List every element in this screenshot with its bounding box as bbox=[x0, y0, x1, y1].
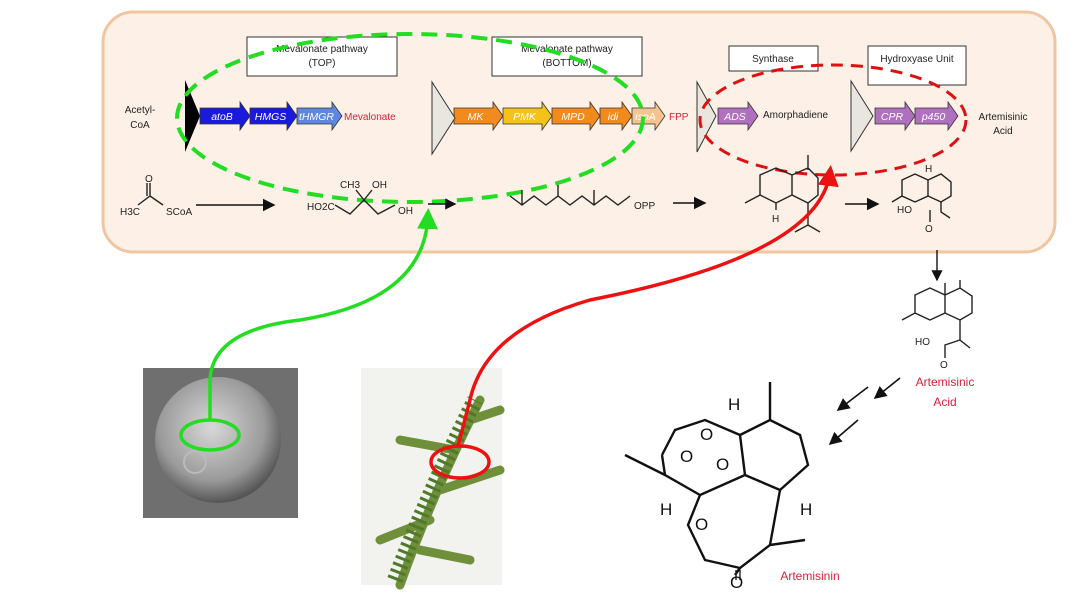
svg-text:HO: HO bbox=[897, 205, 912, 216]
artemisinin-label: Artemisinin bbox=[780, 569, 839, 583]
gene-arrow bbox=[874, 100, 916, 132]
svg-text:H3C: H3C bbox=[120, 207, 140, 218]
svg-text:O: O bbox=[940, 360, 948, 371]
artemisinic-aldehyde-structure: H HO O bbox=[891, 164, 952, 235]
mevalonate-label: Mevalonate bbox=[344, 112, 396, 123]
svg-text:H: H bbox=[925, 164, 932, 175]
gene-arrow bbox=[199, 100, 251, 132]
svg-text:O: O bbox=[925, 224, 933, 235]
reaction-arrow bbox=[828, 419, 859, 446]
promoter-triangle-gray bbox=[431, 80, 456, 156]
gene-arrow bbox=[551, 100, 601, 132]
svg-text:CoA: CoA bbox=[130, 120, 150, 131]
gene-label: idi bbox=[608, 111, 619, 123]
gene-label: ADS bbox=[723, 111, 746, 123]
svg-text:Mevalonate pathway: Mevalonate pathway bbox=[521, 44, 613, 55]
promoter-triangle-gray-2 bbox=[696, 80, 717, 153]
box-synthase: Synthase bbox=[728, 45, 819, 72]
svg-text:O: O bbox=[730, 573, 743, 592]
plant-highlight-ellipse bbox=[429, 444, 491, 480]
gene-label: MPD bbox=[561, 111, 585, 123]
acetyl-coa-label: Acetyl- CoA bbox=[125, 105, 156, 131]
svg-text:Acid: Acid bbox=[933, 395, 956, 409]
svg-text:Acetyl-: Acetyl- bbox=[125, 105, 156, 116]
gene-arrow bbox=[631, 100, 666, 132]
reaction-arrow bbox=[836, 386, 869, 411]
plant-to-synthase-arrow bbox=[456, 165, 839, 447]
svg-text:O: O bbox=[680, 447, 693, 466]
svg-text:Artemisinic: Artemisinic bbox=[979, 112, 1028, 123]
svg-text:HO2C: HO2C bbox=[307, 202, 335, 213]
svg-text:Artemisinic: Artemisinic bbox=[916, 375, 975, 389]
gene-label: PMK bbox=[513, 111, 537, 123]
box-hydroxyase: Hydroxyase Unit bbox=[867, 45, 967, 86]
svg-text:Acid: Acid bbox=[993, 126, 1012, 137]
amorphadiene-label: Amorphadiene bbox=[763, 110, 828, 121]
svg-text:(TOP): (TOP) bbox=[308, 58, 335, 69]
artemisinic-acid-label: Artemisinic Acid bbox=[979, 112, 1028, 137]
gene-arrow bbox=[296, 100, 343, 132]
reaction-arrow bbox=[873, 377, 901, 399]
svg-text:OH: OH bbox=[372, 180, 387, 191]
svg-text:O: O bbox=[145, 174, 153, 185]
yeast-micrograph bbox=[143, 368, 298, 518]
gene-label: p450 bbox=[921, 111, 946, 123]
artemisia-plant-photo bbox=[361, 368, 505, 590]
svg-text:HO: HO bbox=[915, 337, 930, 348]
svg-text:CH3: CH3 bbox=[340, 180, 360, 191]
svg-text:H: H bbox=[728, 395, 740, 414]
box-mevalonate-bottom: Mevalonate pathway (BOTTOM) bbox=[491, 36, 643, 77]
acetyl-coa-structure: H3C SCoA O bbox=[120, 174, 192, 218]
gene-label: ispA bbox=[635, 111, 655, 123]
fpp-label: FPP bbox=[669, 112, 689, 123]
mevalonate-structure: HO2C CH3 OH OH bbox=[307, 180, 413, 217]
svg-text:Hydroxyase Unit: Hydroxyase Unit bbox=[880, 54, 954, 65]
svg-text:H: H bbox=[660, 500, 672, 519]
synthase-ellipse bbox=[698, 63, 968, 177]
fpp-structure: OPP bbox=[509, 185, 655, 212]
yeast-to-mevalonate-arrow bbox=[208, 208, 438, 420]
mevalonate-ellipse bbox=[175, 32, 645, 204]
svg-text:SCoA: SCoA bbox=[166, 207, 192, 218]
promoter-triangle-black bbox=[185, 80, 200, 152]
gene-label: tHMGR bbox=[299, 111, 334, 123]
svg-text:(BOTTOM): (BOTTOM) bbox=[542, 58, 591, 69]
gene-arrow bbox=[914, 100, 959, 132]
artemisinic-acid-product-label: Artemisinic Acid bbox=[916, 375, 975, 409]
svg-text:H: H bbox=[772, 214, 779, 225]
promoter-triangle-gray-3 bbox=[850, 79, 874, 153]
svg-text:O: O bbox=[716, 455, 729, 474]
gene-label: CPR bbox=[881, 111, 904, 123]
gene-label: atoB bbox=[211, 111, 233, 123]
gene-arrow bbox=[249, 100, 298, 132]
gene-label: HMGS bbox=[255, 111, 287, 123]
artemisinin-structure: O O O O O H H H bbox=[624, 382, 812, 592]
svg-text:H: H bbox=[800, 500, 812, 519]
artemisinic-acid-structure: HO O bbox=[901, 280, 973, 371]
svg-text:Synthase: Synthase bbox=[752, 54, 794, 65]
svg-text:O: O bbox=[700, 425, 713, 444]
gene-arrow bbox=[717, 100, 759, 132]
gene-arrow bbox=[502, 100, 553, 132]
svg-text:OPP: OPP bbox=[634, 201, 655, 212]
svg-text:O: O bbox=[695, 515, 708, 534]
svg-text:OH: OH bbox=[398, 206, 413, 217]
gene-arrow bbox=[453, 100, 504, 132]
box-mevalonate-top: Mevalonate pathway (TOP) bbox=[246, 36, 398, 77]
gene-arrow bbox=[599, 100, 633, 132]
gene-label: MK bbox=[468, 111, 485, 123]
svg-text:Mevalonate pathway: Mevalonate pathway bbox=[276, 44, 368, 55]
